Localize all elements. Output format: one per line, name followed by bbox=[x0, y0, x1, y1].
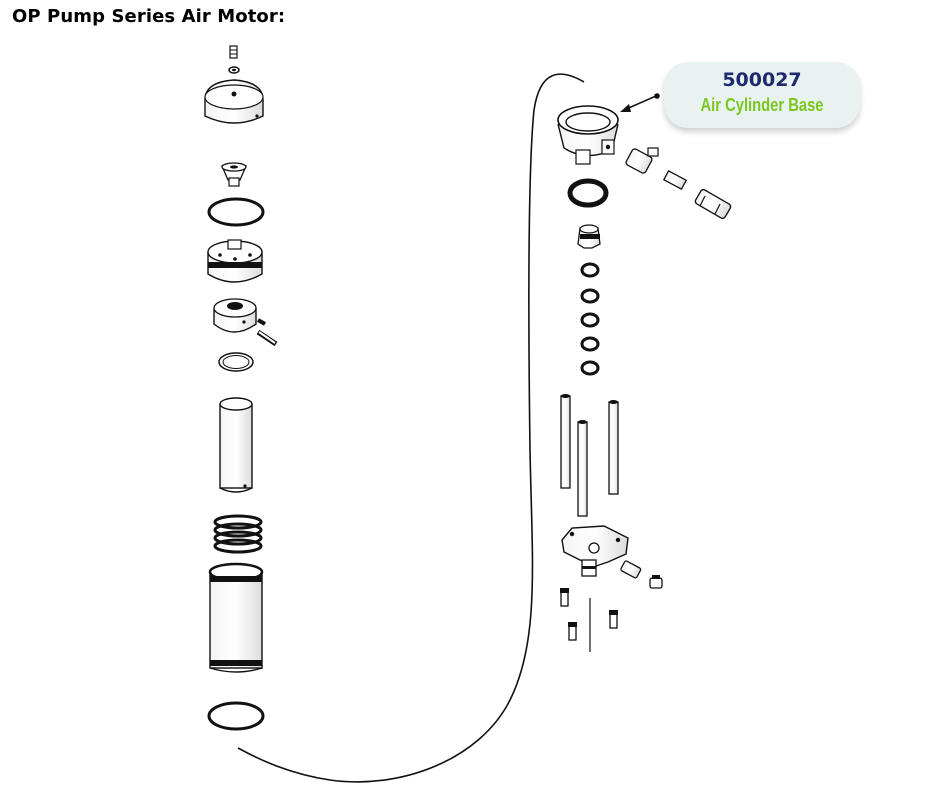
air-cylinder-base-icon bbox=[557, 105, 619, 165]
pin-icon bbox=[256, 318, 278, 347]
tie-rod-2-icon bbox=[577, 420, 588, 517]
page-title: OP Pump Series Air Motor: bbox=[12, 6, 286, 27]
air-hose bbox=[237, 73, 585, 783]
air-cylinder-icon bbox=[208, 562, 264, 673]
piston-adapter-icon bbox=[213, 298, 257, 333]
piston-icon bbox=[207, 239, 263, 283]
nipple-icon bbox=[662, 170, 688, 190]
sleeve-icon bbox=[219, 397, 253, 493]
seal-4-icon bbox=[580, 336, 600, 352]
elbow-fitting-icon bbox=[625, 147, 659, 174]
o-ring-icon bbox=[207, 197, 265, 227]
fitting-icon bbox=[620, 560, 642, 579]
seal-5-icon bbox=[580, 360, 600, 376]
muffler-icon bbox=[694, 188, 732, 220]
valve-fitting-icon bbox=[221, 162, 247, 187]
part-callout: 500027 Air Cylinder Base bbox=[664, 62, 860, 128]
seal-1-icon bbox=[580, 262, 600, 278]
cylinder-cap-icon bbox=[204, 79, 264, 124]
base-o-ring-icon bbox=[567, 178, 609, 208]
bolt-3-icon bbox=[609, 610, 618, 629]
callout-arrow bbox=[620, 93, 660, 112]
callout-part-number: 500027 bbox=[722, 69, 802, 91]
plug-icon bbox=[649, 575, 663, 589]
bolt-1-icon bbox=[560, 588, 569, 607]
callout-part-name: Air Cylinder Base bbox=[700, 95, 824, 115]
base-manifold-icon bbox=[561, 525, 629, 577]
gasket-icon bbox=[218, 352, 254, 372]
seal-3-icon bbox=[580, 312, 600, 328]
nut-icon bbox=[577, 224, 601, 249]
seal-2-icon bbox=[580, 288, 600, 304]
screw-icon bbox=[229, 45, 238, 59]
washer-icon bbox=[228, 66, 240, 74]
bolt-2-icon bbox=[568, 622, 577, 641]
spring-icon bbox=[213, 514, 263, 554]
tie-rod-3-icon bbox=[608, 400, 619, 495]
tie-rod-1-icon bbox=[560, 394, 571, 489]
o-ring-bottom-icon bbox=[207, 701, 265, 731]
